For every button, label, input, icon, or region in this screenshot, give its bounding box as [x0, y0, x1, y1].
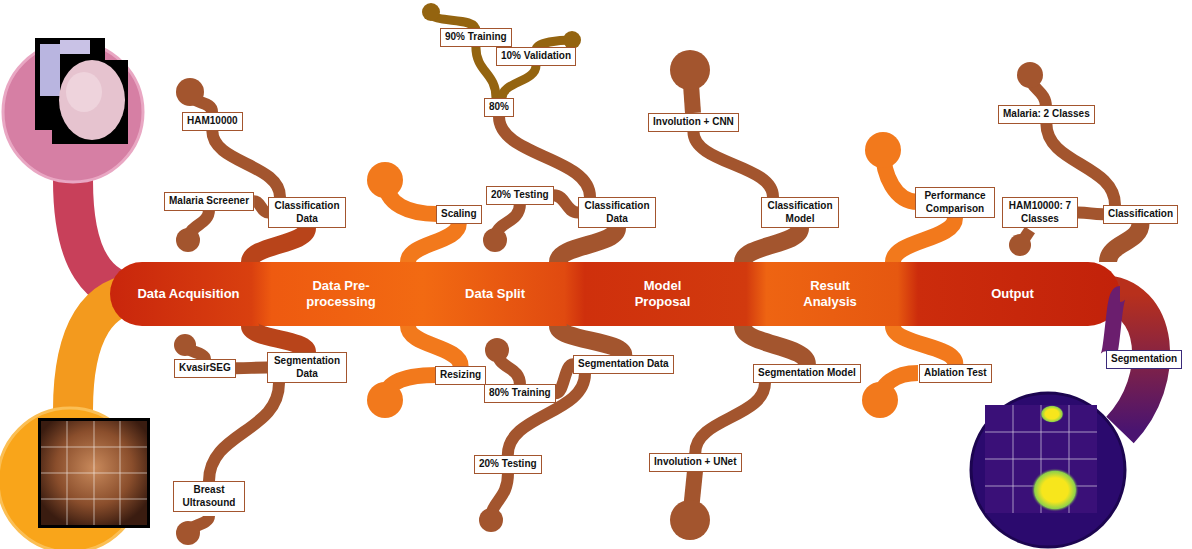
process-box: 80% Training [484, 384, 556, 403]
box-label: Segmentation [1111, 353, 1177, 366]
process-box: Segmentation Data [267, 352, 347, 383]
process-box: Resizing [435, 366, 486, 385]
branch-connector [1046, 124, 1115, 206]
stage-band: Data Acquisition [115, 262, 262, 326]
process-box: Segmentation [1106, 350, 1182, 369]
stage-label: Model Proposal [627, 278, 699, 311]
box-label: Malaria Screener [169, 195, 249, 208]
branch-connector [408, 224, 459, 263]
branch-connector [209, 383, 279, 481]
box-label: Segmentation Data [272, 355, 342, 380]
process-box: Classification [1103, 205, 1178, 224]
branch-connector [499, 117, 590, 198]
stage-label: Result Analysis [794, 278, 866, 311]
process-box: 20% Testing [474, 455, 542, 474]
stage-label: Output [991, 286, 1034, 302]
box-label: Segmentation Data [578, 358, 669, 371]
process-box: 10% Validation [496, 47, 576, 66]
process-box: Malaria: 2 Classes [998, 105, 1095, 124]
branch-connector [254, 201, 268, 212]
box-label: Breast Ultrasound [178, 484, 240, 509]
process-box: Malaria Screener [164, 192, 254, 211]
process-box: Involution + CNN [648, 113, 739, 132]
process-box: KvasirSEG [174, 359, 236, 378]
box-label: Malaria: 2 Classes [1003, 108, 1090, 121]
process-box: Segmentation Model [753, 364, 861, 383]
box-label: Classification Model [766, 200, 834, 225]
process-box: Classification Model [761, 197, 839, 228]
stage-label: Data Split [465, 286, 525, 302]
branch-connector [250, 326, 307, 352]
box-label: 20% Testing [491, 189, 549, 202]
process-box: Segmentation Data [573, 355, 674, 374]
box-label: Involution + CNN [653, 116, 734, 129]
process-box: Involution + UNet [649, 453, 742, 472]
box-label: 80% [489, 101, 509, 114]
branch-connector [502, 66, 536, 99]
process-box: Performance Comparison [915, 187, 995, 218]
branch-connector [743, 228, 800, 262]
branch-connector [236, 362, 267, 375]
process-box: 20% Testing [486, 186, 554, 205]
box-label: HAM10000 [187, 115, 238, 128]
box-label: Involution + UNet [654, 456, 737, 469]
box-label: 90% Training [445, 31, 507, 44]
box-label: Performance Comparison [920, 190, 990, 215]
branch-connector [893, 326, 955, 364]
branch-connector [893, 218, 955, 262]
stage-band: Data Split [420, 262, 570, 326]
branch-connector [556, 364, 573, 393]
box-label: Classification Data [273, 200, 341, 225]
process-box: Classification Data [268, 197, 346, 228]
stage-label: Data Acquisition [137, 286, 239, 302]
branch-connector [743, 326, 807, 364]
box-label: Ablation Test [924, 367, 987, 380]
box-label: Classification Data [583, 200, 651, 225]
process-box: HAM10000 [182, 112, 243, 131]
box-label: Classification [1108, 208, 1173, 221]
process-box: HAM10000: 7 Classes [1002, 197, 1078, 228]
branch-connector [1078, 213, 1103, 215]
branch-connector [250, 228, 307, 262]
box-label: Resizing [440, 369, 481, 382]
branch-connector [408, 326, 461, 366]
box-label: HAM10000: 7 Classes [1007, 200, 1073, 225]
stage-label: Data Pre-processing [299, 278, 383, 311]
stage-band: Model Proposal [570, 262, 755, 326]
box-label: Segmentation Model [758, 367, 856, 380]
stage-band: Output [905, 262, 1120, 326]
branch-connector [558, 228, 617, 262]
process-box: Classification Data [578, 197, 656, 228]
branch-connector [1108, 224, 1141, 263]
process-box: Ablation Test [919, 364, 992, 383]
branch-connector [554, 195, 578, 212]
process-box: 90% Training [440, 28, 512, 47]
process-box: Breast Ultrasound [173, 481, 245, 512]
box-label: 80% Training [489, 387, 551, 400]
process-box: Scaling [436, 205, 482, 224]
box-label: 20% Testing [479, 458, 537, 471]
branch-connector [558, 326, 623, 355]
branch-connector [476, 47, 496, 99]
branch-connector [212, 131, 280, 198]
box-label: Scaling [441, 208, 477, 221]
stage-band: Result Analysis [755, 262, 905, 326]
box-label: KvasirSEG [179, 362, 231, 375]
branch-connector [695, 383, 765, 454]
stage-band: Data Pre-processing [262, 262, 420, 326]
box-label: 10% Validation [501, 50, 571, 63]
process-box: 80% [484, 98, 514, 117]
branch-connector [693, 132, 773, 198]
